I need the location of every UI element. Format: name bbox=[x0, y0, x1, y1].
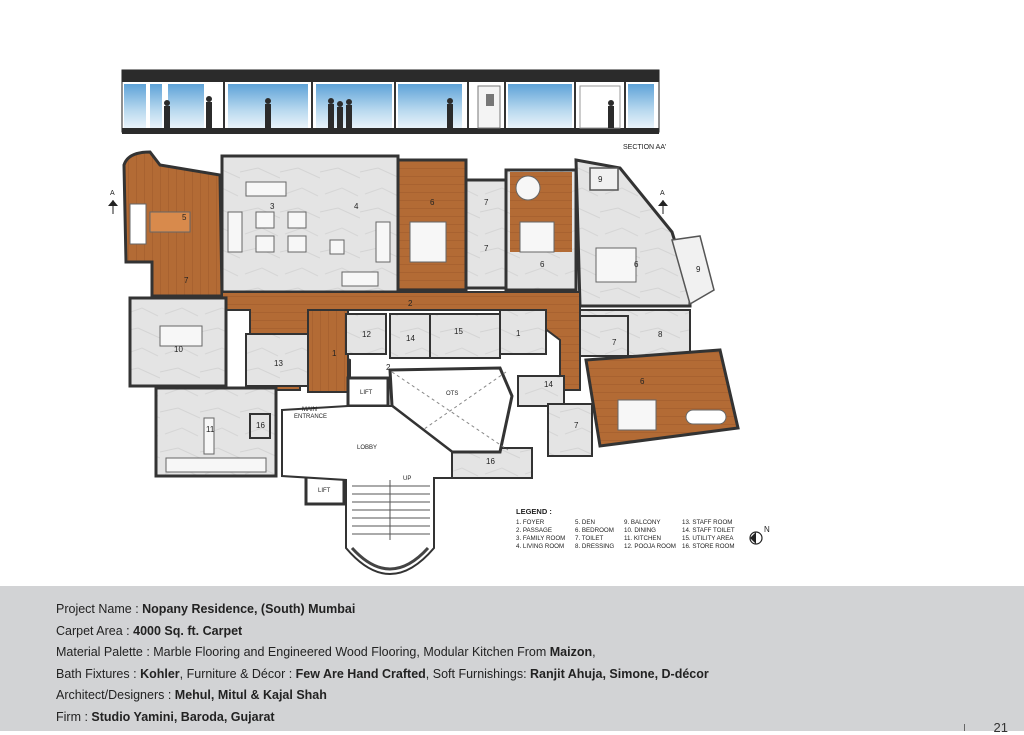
room-label: 7 bbox=[484, 198, 489, 207]
room-label: 1 bbox=[516, 329, 521, 338]
plan-floors bbox=[122, 150, 740, 575]
room-label: 6 bbox=[540, 260, 545, 269]
room-label: 2 bbox=[408, 299, 413, 308]
room-label: 9 bbox=[598, 175, 603, 184]
legend-entry: 12. POOJA ROOM bbox=[624, 543, 676, 550]
room-label: 14 bbox=[544, 380, 553, 389]
ots-label: OTS bbox=[446, 391, 458, 397]
room-label: 6 bbox=[430, 198, 435, 207]
room-label: 4 bbox=[354, 202, 359, 211]
room-label: 8 bbox=[658, 330, 663, 339]
legend-entry: 3. FAMILY ROOM bbox=[516, 535, 565, 542]
page-divider bbox=[964, 724, 965, 731]
room-label: 5 bbox=[182, 213, 187, 222]
lobby-label: LOBBY bbox=[357, 445, 377, 451]
room-label: 2 bbox=[386, 363, 391, 372]
section-marker-left: A bbox=[108, 190, 118, 214]
room-label: 6 bbox=[640, 377, 645, 386]
room-label: 16 bbox=[486, 457, 495, 466]
legend-entry: 9. BALCONY bbox=[624, 519, 660, 526]
stair-up-label: UP bbox=[403, 476, 411, 482]
svg-text:A: A bbox=[660, 190, 665, 197]
room-labels: 1 1 2 2 3 4 5 6 6 6 6 7 7 7 7 7 8 9 9 10… bbox=[174, 175, 701, 466]
plan-furniture bbox=[129, 175, 727, 473]
section-elevation bbox=[121, 69, 660, 134]
main-entrance-label: ENTRANCE bbox=[294, 414, 327, 420]
room-label: 9 bbox=[696, 265, 701, 274]
room-label: 7 bbox=[184, 276, 189, 285]
legend: LEGEND : 1. FOYER 2. PASSAGE 3. FAMILY R… bbox=[516, 507, 770, 550]
legend-entry: 1. FOYER bbox=[516, 519, 545, 526]
material-palette-line: Material Palette : Marble Flooring and E… bbox=[56, 645, 596, 659]
room-label: 12 bbox=[362, 330, 371, 339]
room-label: 7 bbox=[574, 421, 579, 430]
legend-entry: 14. STAFF TOILET bbox=[682, 527, 735, 534]
svg-text:N: N bbox=[764, 525, 770, 534]
legend-entry: 5. DEN bbox=[575, 519, 595, 526]
carpet-area-line: Carpet Area : 4000 Sq. ft. Carpet bbox=[56, 624, 243, 638]
section-label: SECTION AA' bbox=[623, 144, 666, 151]
section-marker-right: A bbox=[658, 190, 668, 214]
legend-entry: 15. UTILITY AREA bbox=[682, 535, 734, 542]
room-label: 7 bbox=[612, 338, 617, 347]
architect-line: Architect/Designers : Mehul, Mitul & Kaj… bbox=[56, 688, 327, 702]
fixtures-line: Bath Fixtures : Kohler, Furniture & Déco… bbox=[56, 667, 709, 681]
room-label: 15 bbox=[454, 327, 463, 336]
lift-label: LIFT bbox=[360, 390, 373, 396]
legend-title: LEGEND : bbox=[516, 507, 552, 516]
room-label: 7 bbox=[484, 244, 489, 253]
north-arrow-icon: N bbox=[749, 525, 770, 545]
legend-entry: 6. BEDROOM bbox=[575, 527, 614, 534]
svg-text:A: A bbox=[110, 190, 115, 197]
room-label: 6 bbox=[634, 260, 639, 269]
legend-entry: 2. PASSAGE bbox=[516, 527, 552, 534]
page-number: 21 bbox=[993, 720, 1008, 735]
legend-entry: 4. LIVING ROOM bbox=[516, 543, 564, 550]
floor-plan-drawing: SECTION AA' A A bbox=[108, 69, 770, 575]
legend-entry: 10. DINING bbox=[624, 527, 656, 534]
legend-entry: 16. STORE ROOM bbox=[682, 543, 735, 550]
legend-entry: 7. TOILET bbox=[575, 535, 604, 542]
project-name-line: Project Name : Nopany Residence, (South)… bbox=[56, 602, 356, 616]
room-label: 3 bbox=[270, 202, 275, 211]
room-label: 10 bbox=[174, 345, 183, 354]
lift-label: LIFT bbox=[318, 488, 331, 494]
legend-entry: 11. KITCHEN bbox=[624, 535, 661, 542]
room-label: 1 bbox=[332, 349, 337, 358]
room-label: 13 bbox=[274, 359, 283, 368]
room-label: 14 bbox=[406, 334, 415, 343]
firm-line: Firm : Studio Yamini, Baroda, Gujarat bbox=[56, 710, 275, 724]
legend-entry: 8. DRESSING bbox=[575, 543, 614, 550]
room-label: 11 bbox=[206, 425, 215, 434]
project-info-panel: Project Name : Nopany Residence, (South)… bbox=[0, 586, 1024, 735]
legend-entry: 13. STAFF ROOM bbox=[682, 519, 732, 526]
room-label: 16 bbox=[256, 421, 265, 430]
main-entrance-label: MAIN bbox=[302, 407, 317, 413]
